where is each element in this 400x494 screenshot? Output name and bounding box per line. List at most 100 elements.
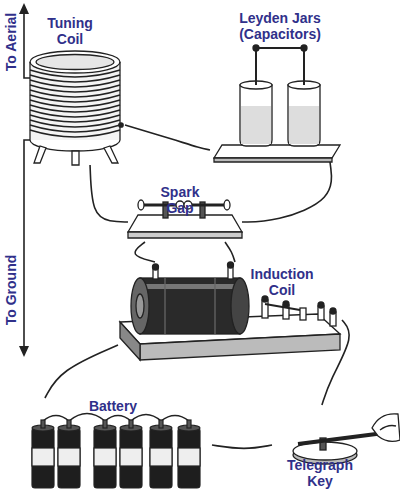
telegraph-key-drawing [372, 414, 400, 442]
circuit-wire [135, 242, 155, 262]
battery-drawing [69, 414, 105, 422]
aerial-lead [24, 12, 30, 78]
induction-coil-drawing [120, 262, 340, 360]
tuning-coil-drawing [30, 75, 120, 82]
leyden-jars-drawing [289, 106, 319, 144]
battery: Battery [28, 398, 212, 490]
induction-coil-drawing [283, 301, 289, 307]
battery-drawing [41, 420, 45, 428]
circuit-wire [45, 345, 118, 398]
induction-coil-drawing [153, 264, 159, 270]
tuning-coil-drawing [30, 90, 120, 97]
circuit-wire [212, 445, 272, 448]
part-label: Battery [78, 398, 148, 414]
ground-lead [24, 140, 30, 346]
lead-label: To Ground [3, 255, 19, 326]
induction-coil-drawing [318, 302, 324, 308]
aerial-lead [24, 12, 30, 78]
circuit-wire [90, 165, 128, 222]
battery-drawing [150, 428, 172, 488]
tuning-coil-drawing [119, 123, 123, 127]
induction-coil-drawing [330, 308, 336, 314]
leyden-jars-drawing [214, 45, 340, 162]
battery-drawing [178, 428, 200, 488]
label-group: Telegraph Key [275, 457, 365, 489]
tuning-coil-drawing [30, 70, 120, 77]
induction-coil-drawing [265, 304, 300, 310]
ground-lead [24, 140, 30, 346]
battery-drawing [187, 420, 191, 428]
battery-drawing [129, 420, 133, 428]
tuning-coil-drawing [30, 51, 123, 165]
battery-drawing [58, 428, 80, 488]
leyden-jars-drawing [253, 45, 259, 51]
battery-drawing [43, 416, 69, 422]
spark-gap-drawing [128, 215, 242, 232]
aerial-arrowhead [19, 3, 29, 14]
tuning-coil-drawing [30, 100, 120, 107]
part-label: Leyden Jars (Capacitors) [210, 10, 350, 42]
leyden-jars-drawing [214, 158, 332, 162]
label-group: Battery [78, 398, 148, 414]
leyden-jars-drawing [288, 85, 320, 146]
battery-drawing [67, 420, 71, 428]
battery-drawing [43, 414, 189, 422]
induction-coil-drawing [140, 278, 240, 334]
tuning-coil: Tuning Coil [20, 15, 125, 165]
battery-drawing [94, 428, 116, 488]
part-label: Telegraph Key [275, 457, 365, 489]
lead-label: To Aerial [3, 13, 19, 71]
ground-arrowhead [19, 346, 29, 357]
tuning-coil-drawing [30, 125, 120, 132]
battery-drawing [178, 448, 200, 466]
part-label: Spark Gap [150, 184, 210, 216]
battery-drawing [94, 448, 116, 466]
tuning-coil-drawing [30, 130, 120, 137]
battery-drawing [58, 448, 80, 466]
induction-coil-drawing [300, 308, 306, 320]
tuning-coil-drawing [30, 85, 120, 92]
induction-coil-drawing [262, 296, 268, 302]
telegraph-key-drawing [298, 433, 384, 444]
tuning-coil-drawing [30, 62, 120, 140]
tuning-coil-drawing [36, 55, 114, 70]
leyden-jars-drawing [241, 106, 271, 144]
telegraph-key-drawing [380, 426, 396, 431]
leyden-jars-drawing [214, 145, 340, 158]
induction-coil-drawing [228, 262, 234, 268]
tuning-coil-drawing [30, 105, 120, 112]
tuning-coil-drawing [30, 70, 120, 137]
tuning-coil-drawing [104, 146, 118, 163]
battery-drawing [32, 414, 200, 489]
induction-coil-drawing [136, 294, 144, 318]
induction-coil-drawing [231, 278, 249, 334]
tuning-coil-drawing [119, 62, 120, 140]
induction-coil-drawing [142, 284, 238, 289]
tuning-coil-drawing [30, 80, 120, 87]
battery-drawing [159, 420, 163, 428]
induction-coil-drawing [140, 334, 340, 360]
tuning-coil-drawing [30, 115, 120, 122]
battery-drawing [120, 448, 142, 466]
circuit-wire [242, 162, 332, 222]
battery-drawing [161, 416, 189, 422]
tuning-coil-drawing [72, 151, 79, 165]
tuning-coil-drawing [30, 120, 120, 127]
battery-drawing [120, 428, 142, 488]
circuit-wire [322, 320, 349, 405]
tuning-coil-drawing [34, 146, 46, 163]
spark-gap: Spark Gap [128, 180, 242, 242]
induction-coil: Induction Coil [118, 262, 342, 362]
spark-gap-drawing [224, 200, 230, 210]
leyden-jars-drawing [256, 47, 304, 49]
battery-drawing [150, 448, 172, 466]
spark-gap-drawing [138, 200, 144, 210]
induction-coil-drawing [214, 278, 215, 334]
leyden-jars-drawing [255, 48, 257, 85]
leyden-jars-drawing [303, 48, 305, 85]
spark-gap-drawing [128, 232, 242, 238]
battery-drawing [103, 420, 107, 428]
